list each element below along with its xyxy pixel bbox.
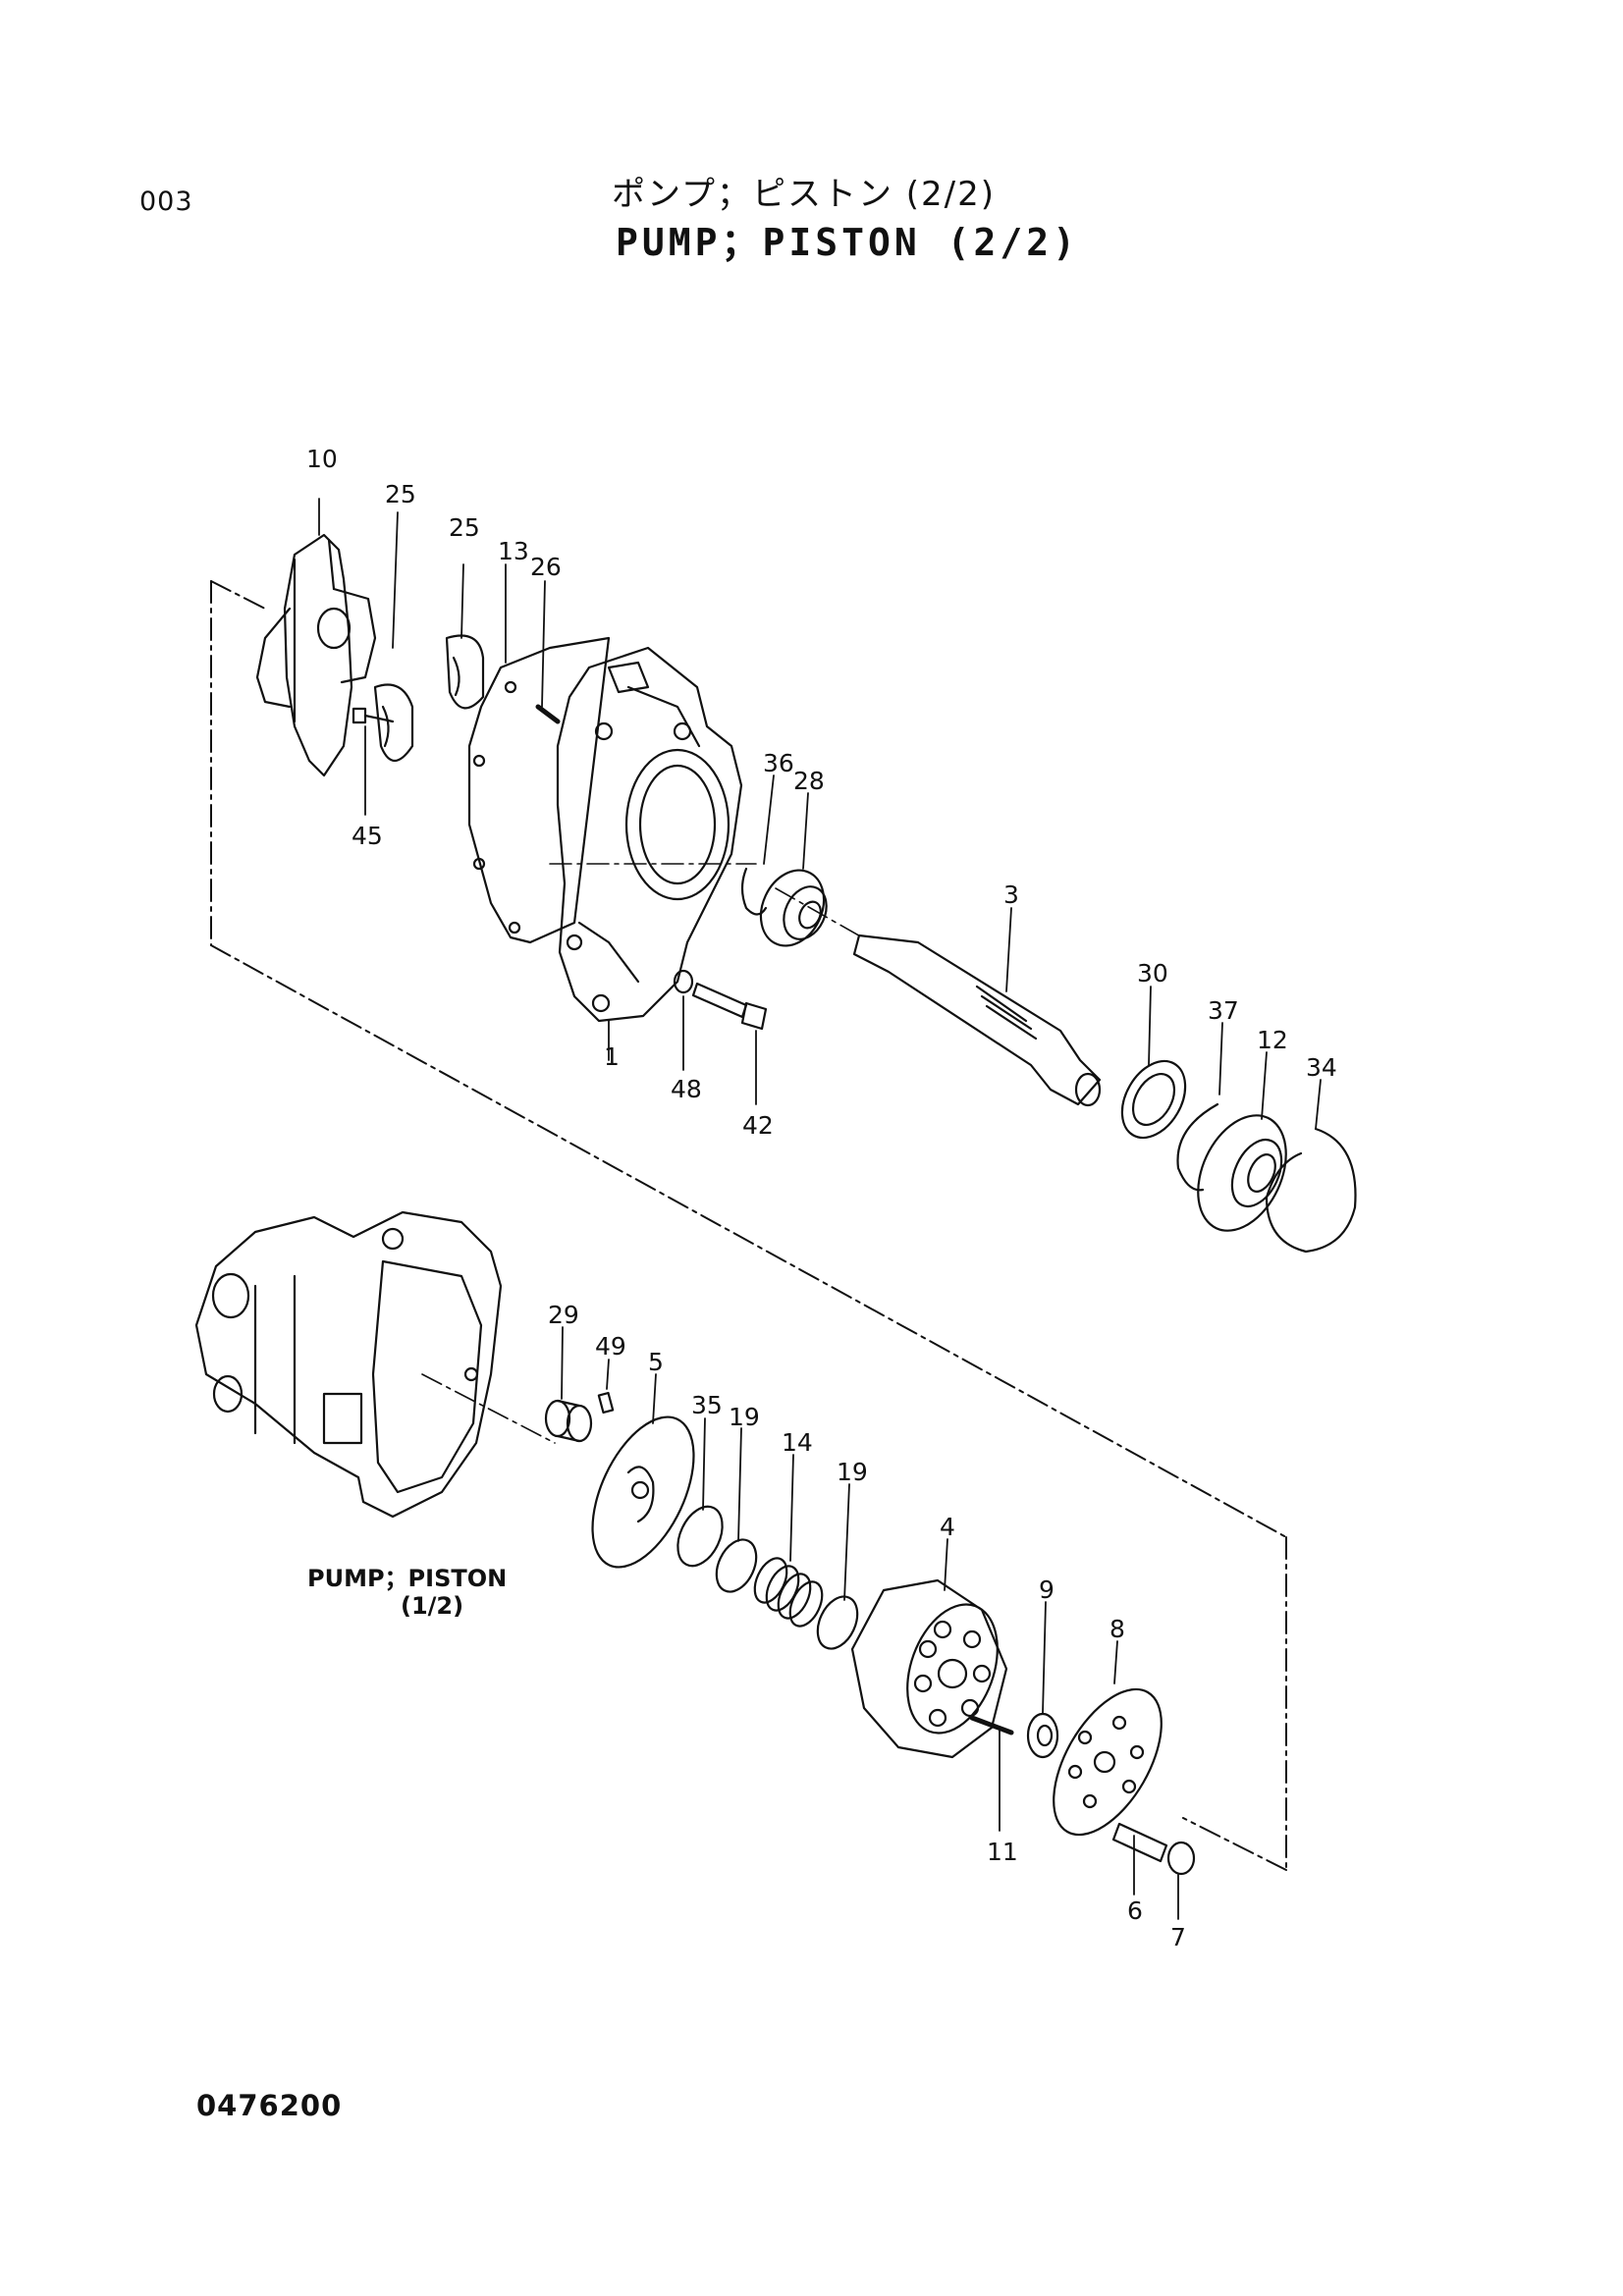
callout-37: 37 [1208, 996, 1239, 1025]
callout-36: 36 [763, 749, 794, 777]
callout-19: 19 [837, 1458, 868, 1486]
leader-lines [318, 498, 1322, 1920]
reference-label: PUMP；PISTON [307, 1565, 508, 1592]
callout-1: 1 [604, 1042, 620, 1071]
callout-13: 13 [498, 537, 529, 565]
snap-ring-35 [676, 1505, 724, 1568]
needle-bearing-29 [544, 1399, 593, 1443]
callout-14: 14 [782, 1428, 813, 1457]
callout-45: 45 [352, 822, 383, 850]
oil-seal-12 [1197, 1114, 1287, 1232]
pin [535, 704, 561, 724]
gasket [467, 636, 611, 944]
page-title-japanese: ポンプ；ピストン (2/2) [612, 175, 997, 214]
drive-shaft [852, 934, 1102, 1107]
page-title-english: PUMP；PISTON (2/2) [616, 221, 1080, 264]
o-ring-37 [1176, 1102, 1219, 1192]
washer-19-upper [715, 1538, 758, 1593]
callout-30: 30 [1137, 959, 1168, 988]
piston-6 [1111, 1822, 1168, 1863]
shoe-7 [1166, 1841, 1196, 1876]
callout-25: 25 [385, 480, 416, 508]
shaft-axis [421, 863, 865, 1444]
shoe-pair-left [373, 683, 414, 763]
callout-4: 4 [940, 1513, 955, 1541]
swash-plate [255, 533, 377, 777]
diagram-number: 0476200 [196, 2089, 343, 2122]
callout-5: 5 [648, 1348, 664, 1376]
callout-29: 29 [548, 1301, 579, 1329]
pump-body [194, 1210, 503, 1519]
valve-plate [591, 1415, 695, 1569]
callout-26: 26 [530, 553, 562, 581]
page-code: 003 [139, 187, 193, 217]
callout-28: 28 [793, 767, 825, 795]
callout-49: 49 [595, 1332, 626, 1361]
callout-19: 19 [729, 1403, 760, 1431]
callout-35: 35 [691, 1391, 723, 1419]
callout-25: 25 [449, 513, 480, 542]
pin-49 [597, 1391, 615, 1415]
alignment-frame [210, 580, 1287, 1871]
callout-11: 11 [987, 1838, 1018, 1866]
cylinder-block [850, 1578, 1008, 1759]
cover-housing [556, 646, 743, 1023]
washer-48 [673, 969, 694, 994]
callout-8: 8 [1109, 1615, 1125, 1643]
callout-12: 12 [1257, 1026, 1288, 1054]
callout-3: 3 [1003, 881, 1019, 909]
shoe-pair-right [445, 634, 485, 710]
callout-34: 34 [1306, 1053, 1337, 1082]
washer-19-lower [816, 1595, 859, 1650]
callout-7: 7 [1170, 1923, 1186, 1951]
callout-48: 48 [671, 1075, 702, 1103]
callout-labels: 10 25 25 13 26 45 36 28 3 1 48 42 30 37 … [306, 445, 1337, 1951]
callout-10: 10 [306, 445, 338, 473]
bearing-30 [1120, 1059, 1187, 1140]
bearing-28 [759, 869, 828, 947]
callout-9: 9 [1039, 1575, 1055, 1604]
small-screw [352, 707, 395, 724]
spring-14 [753, 1557, 824, 1628]
center-pin-11 [969, 1715, 1014, 1735]
bolt-42 [691, 982, 768, 1031]
reference-page: (1/2) [401, 1592, 464, 1620]
snap-ring-34 [1265, 1127, 1357, 1254]
retainer-plate-8 [1053, 1687, 1163, 1837]
spherical-bush-9 [1026, 1712, 1059, 1759]
callout-6: 6 [1127, 1896, 1143, 1925]
callout-42: 42 [742, 1111, 774, 1140]
